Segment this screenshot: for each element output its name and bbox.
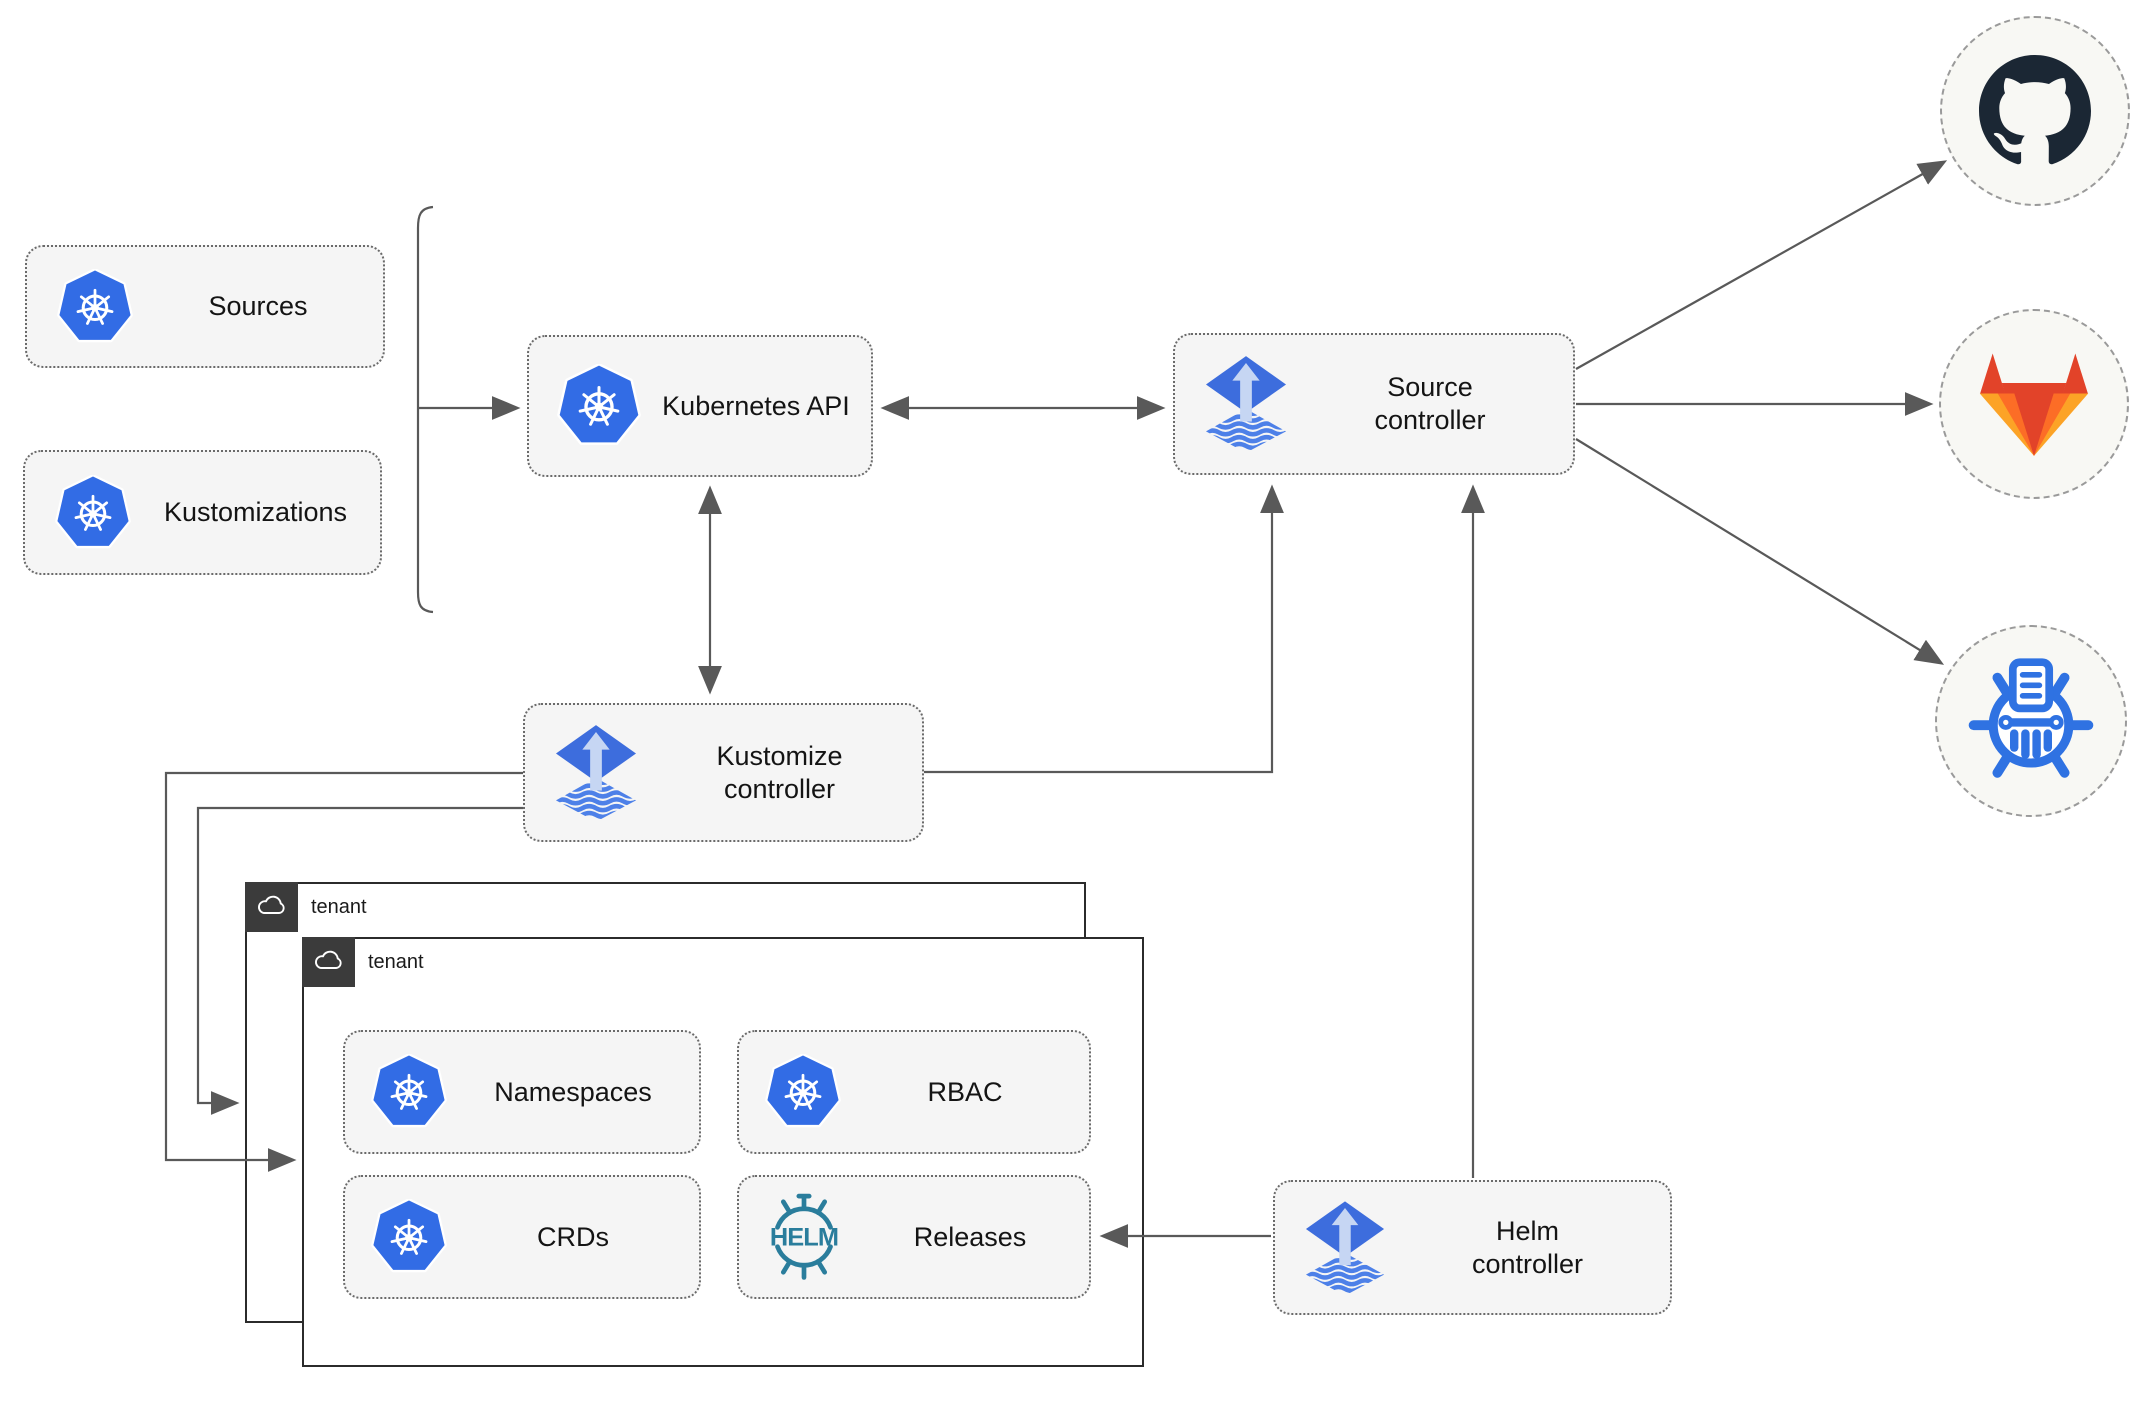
flux-icon bbox=[555, 721, 637, 825]
kustomize-to-front-tenant-arrow bbox=[164, 771, 523, 1172]
kubernetes-icon bbox=[57, 268, 133, 345]
crds-box: CRDs bbox=[343, 1175, 701, 1299]
rbac-label: RBAC bbox=[927, 1076, 1003, 1107]
helm-wordmark: HELM bbox=[770, 1223, 838, 1251]
helm-icon: HELM bbox=[757, 1187, 851, 1287]
kubernetes-icon bbox=[55, 474, 131, 551]
kustomize-to-back-tenant-arrow bbox=[196, 806, 523, 1115]
tenant-header bbox=[245, 882, 298, 932]
kustomize-to-source-controller-arrow bbox=[924, 484, 1284, 774]
harbor-registry-icon bbox=[1961, 651, 2101, 791]
kubernetes-icon bbox=[765, 1054, 841, 1130]
namespaces-label: Namespaces bbox=[494, 1076, 652, 1107]
source-controller-to-github-arrow bbox=[1575, 160, 1948, 370]
tenant-label: tenant bbox=[368, 951, 424, 973]
kubernetes-icon bbox=[371, 1199, 447, 1275]
crds-label: CRDs bbox=[537, 1221, 609, 1252]
sources-group-bracket bbox=[416, 205, 434, 614]
kubernetes-api-label: Kubernetes API bbox=[662, 390, 850, 421]
gitlab-fox-icon bbox=[1973, 348, 2095, 460]
tenant-box-front: tenant Namespaces RBAC CRDs HELM Release… bbox=[302, 937, 1144, 1367]
kubernetes-icon bbox=[557, 364, 641, 448]
rbac-box: RBAC bbox=[737, 1030, 1091, 1154]
github-octocat-icon bbox=[1979, 55, 2091, 167]
kustomize-controller-line1: Kustomize bbox=[716, 740, 843, 771]
sources-label: Sources bbox=[208, 291, 308, 322]
releases-label: Releases bbox=[913, 1221, 1027, 1252]
source-controller-line2: controller bbox=[1374, 405, 1486, 435]
source-controller-label: Source controller bbox=[1287, 371, 1573, 437]
releases-box: HELM Releases bbox=[737, 1175, 1091, 1299]
flux-icon bbox=[1305, 1198, 1385, 1298]
kustomize-controller-label: Kustomize controller bbox=[637, 740, 922, 806]
kubernetes-api-box: Kubernetes API bbox=[527, 335, 873, 477]
github-circle bbox=[1940, 16, 2130, 206]
source-controller-to-harbor-arrow bbox=[1575, 438, 1945, 665]
kustomizations-box: Kustomizations bbox=[23, 450, 382, 575]
helm-controller-line1: Helm bbox=[1495, 1215, 1559, 1246]
gitlab-circle bbox=[1939, 309, 2129, 499]
source-controller-line1: Source bbox=[1387, 372, 1473, 403]
kustomizations-label: Kustomizations bbox=[163, 497, 348, 528]
helm-controller-box: Helm controller bbox=[1273, 1180, 1672, 1315]
harbor-circle bbox=[1935, 625, 2127, 817]
kubernetes-icon bbox=[371, 1054, 447, 1130]
cloud-icon bbox=[312, 947, 346, 977]
helm-controller-line2: controller bbox=[1471, 1248, 1584, 1279]
source-controller-box: Source controller bbox=[1173, 333, 1575, 475]
kustomize-controller-box: Kustomize controller bbox=[523, 703, 924, 842]
tenant-label: tenant bbox=[311, 896, 367, 918]
cloud-icon bbox=[255, 892, 289, 922]
helm-controller-label: Helm controller bbox=[1385, 1215, 1670, 1281]
flux-icon bbox=[1205, 352, 1287, 456]
tenant-header bbox=[302, 937, 355, 987]
sources-box: Sources bbox=[25, 245, 385, 368]
kustomize-controller-line2: controller bbox=[723, 773, 836, 804]
namespaces-box: Namespaces bbox=[343, 1030, 701, 1154]
